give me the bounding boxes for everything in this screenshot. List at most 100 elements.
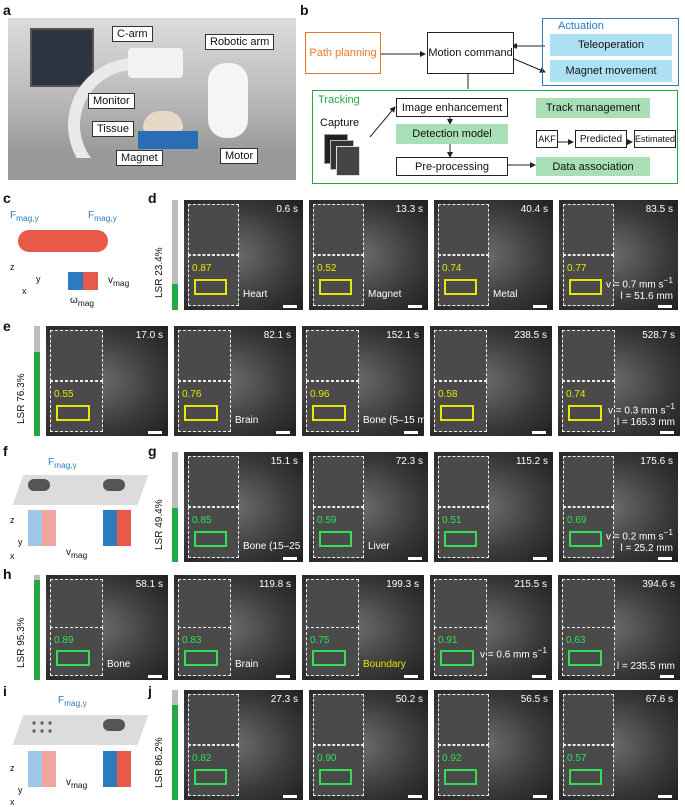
teleoperation-box: Teleoperation xyxy=(550,34,672,56)
xray-frame: 27.3 s 0.82 xyxy=(184,690,303,800)
velocity-readout: v = 0.7 mm s−1 xyxy=(606,275,673,290)
scale-bar xyxy=(283,795,297,798)
magnet-i-end xyxy=(103,751,131,787)
callout-c-arm: C-arm xyxy=(112,26,153,42)
axis-y-i: y xyxy=(18,785,23,795)
lsr-label-d: LSR 23.4% xyxy=(154,247,165,298)
velocity-label-c: vmag xyxy=(108,275,129,288)
velocity-unit-exponent: −1 xyxy=(537,644,548,655)
detection-outline xyxy=(194,279,227,295)
scale-bar xyxy=(404,431,418,434)
velocity-label-f: vmag xyxy=(66,547,87,560)
scale-bar xyxy=(408,305,422,308)
flowchart-panel: Path planning Motion command Actuation T… xyxy=(300,14,680,184)
detection-outline xyxy=(444,279,477,295)
xray-frame: 215.5 s 0.91 v = 0.6 mm s−1 xyxy=(430,575,552,680)
timestamp: 27.3 s xyxy=(270,694,298,705)
scale-bar xyxy=(533,795,547,798)
zoom-inset xyxy=(438,456,489,507)
tissue-label: Boundary xyxy=(363,659,406,670)
velocity-readout: v = 0.3 mm s−1 xyxy=(608,401,675,416)
akf-box: AKF xyxy=(536,130,558,148)
timestamp: 82.1 s xyxy=(263,330,291,341)
panel-letter-j: j xyxy=(148,683,152,699)
magnet-f-end xyxy=(103,510,131,546)
confidence-score: 0.76 xyxy=(182,389,202,400)
scale-bar xyxy=(408,557,422,560)
velocity-value: v = 0.6 mm s xyxy=(479,649,538,660)
callout-magnet: Magnet xyxy=(116,150,163,166)
omega-sub-c: mag xyxy=(77,298,95,308)
lsr-bar-e xyxy=(34,326,40,436)
robot-f-end xyxy=(103,479,125,491)
confidence-score: 0.58 xyxy=(438,389,458,400)
zoom-inset xyxy=(188,456,239,507)
callout-robotic-arm: Robotic arm xyxy=(205,34,275,50)
zoom-inset xyxy=(313,204,364,255)
preprocessing-box: Pre-processing xyxy=(396,157,508,176)
robot-f-start xyxy=(28,479,50,491)
zoom-inset xyxy=(50,579,103,628)
track-management-box: Track management xyxy=(536,98,650,118)
zoom-inset xyxy=(562,579,615,628)
confidence-score: 0.55 xyxy=(54,389,74,400)
confidence-score: 0.87 xyxy=(192,263,212,274)
scale-bar xyxy=(408,795,422,798)
zoom-inset xyxy=(313,456,364,507)
predicted-box: Predicted xyxy=(575,130,627,148)
confidence-score: 0.91 xyxy=(438,635,458,646)
panel-letter-d: d xyxy=(148,190,157,206)
scale-bar xyxy=(532,675,546,678)
velocity-sub-c: mag xyxy=(113,278,130,288)
timestamp: 58.1 s xyxy=(135,579,163,590)
detection-outline xyxy=(312,650,346,666)
confidence-score: 0.96 xyxy=(310,389,330,400)
scale-bar xyxy=(148,431,162,434)
force-symbol-c: F xyxy=(10,210,17,221)
zoom-inset xyxy=(50,330,103,381)
callout-tissue: Tissue xyxy=(92,121,134,137)
tissue-label: Metal xyxy=(493,289,518,300)
scale-bar xyxy=(276,431,290,434)
timestamp: 215.5 s xyxy=(514,579,547,590)
confidence-score: 0.51 xyxy=(442,515,462,526)
robot-swarm-i xyxy=(30,719,54,735)
estimated-box: Estimated xyxy=(634,130,676,148)
confidence-score: 0.85 xyxy=(192,515,212,526)
cartoon-c: Fmag,y Fmag,y vmag ωmag z y x xyxy=(8,200,148,310)
zoom-inset xyxy=(438,204,489,255)
timestamp: 83.5 s xyxy=(645,204,673,215)
detection-outline xyxy=(569,531,602,547)
detection-outline xyxy=(312,405,346,421)
force-label-c: Fmag,y xyxy=(10,210,39,223)
force-sub-c2: mag,y xyxy=(94,213,117,223)
tissue-label: Bone (5–15 mm) xyxy=(363,415,424,426)
scale-bar xyxy=(283,305,297,308)
confidence-score: 0.59 xyxy=(317,515,337,526)
magnet-f-start xyxy=(28,510,56,546)
force-sub-f: mag,y xyxy=(54,460,77,470)
robot-body-c xyxy=(18,230,108,252)
timestamp: 72.3 s xyxy=(395,456,423,467)
motion-command-box: Motion command xyxy=(427,32,514,74)
axis-z-i: z xyxy=(10,763,15,773)
tissue-label: Heart xyxy=(243,289,268,300)
panel-letter-c: c xyxy=(3,190,11,206)
detection-outline xyxy=(568,405,602,421)
confidence-score: 0.52 xyxy=(317,263,337,274)
tissue-label: Brain xyxy=(235,659,259,670)
lsr-label-e: LSR 76.3% xyxy=(16,373,27,424)
detection-outline xyxy=(440,405,474,421)
velocity-value: v = 0.7 mm s xyxy=(605,279,664,290)
monitor-screen xyxy=(30,28,94,87)
confidence-score: 0.82 xyxy=(192,753,212,764)
force-symbol-c2: F xyxy=(88,210,95,221)
